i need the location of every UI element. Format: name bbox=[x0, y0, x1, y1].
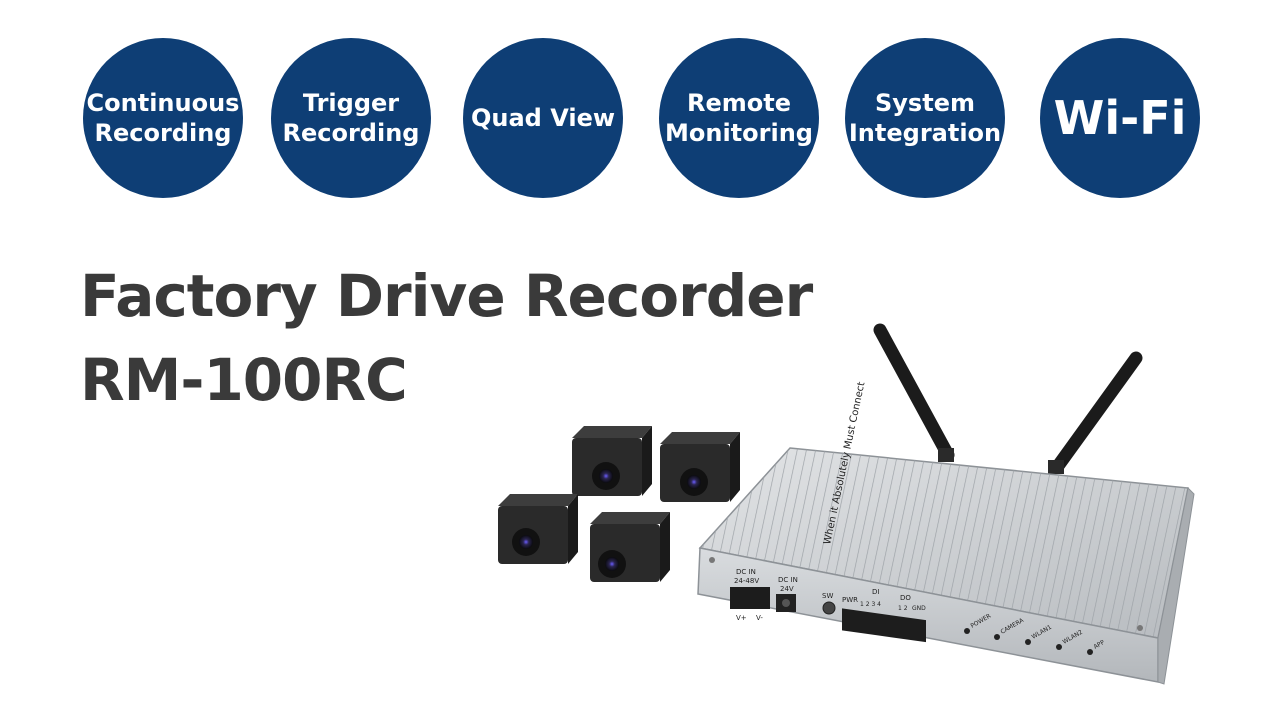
v-minus-label: V- bbox=[756, 614, 763, 622]
di-numbers: 1 2 3 4 bbox=[860, 601, 881, 608]
sw-label: SW bbox=[822, 592, 833, 600]
pwr-label: PWR bbox=[842, 596, 858, 604]
led-label-app: APP bbox=[1093, 639, 1107, 651]
camera-icon bbox=[590, 512, 670, 582]
antenna-right bbox=[1048, 351, 1143, 474]
dc-in-1-label: DC IN bbox=[736, 568, 756, 576]
gnd-label: GND bbox=[912, 605, 926, 612]
dc-in-2-voltage: 24V bbox=[780, 585, 794, 593]
camera-icon bbox=[572, 426, 652, 496]
v-plus-label: V+ bbox=[736, 614, 747, 622]
badge-trigger-recording: Trigger Recording bbox=[271, 38, 431, 198]
sw-button-icon bbox=[822, 601, 836, 615]
badge-system-integration: System Integration bbox=[845, 38, 1005, 198]
camera-icon bbox=[498, 494, 578, 564]
di-label: DI bbox=[872, 588, 879, 596]
badge-wifi: Wi-Fi bbox=[1040, 38, 1200, 198]
dc-in-1-terminal bbox=[730, 587, 770, 609]
badge-remote-monitoring: Remote Monitoring bbox=[659, 38, 819, 198]
product-name: Factory Drive Recorder bbox=[80, 262, 813, 330]
antenna-left bbox=[873, 323, 955, 462]
recorder-unit: When it Absolutely Must Connect DC IN 24… bbox=[697, 381, 1195, 685]
badge-quad-view: Quad View bbox=[463, 38, 623, 198]
badge-continuous-recording: Continuous Recording bbox=[83, 38, 243, 198]
dc-in-1-voltage: 24-48V bbox=[734, 577, 759, 585]
product-model: RM-100RC bbox=[80, 346, 408, 414]
do-numbers: 1 2 bbox=[898, 605, 908, 612]
terminal-block bbox=[842, 608, 926, 643]
do-label: DO bbox=[900, 594, 911, 602]
dc-in-2-label: DC IN bbox=[778, 576, 798, 584]
camera-icon bbox=[660, 432, 740, 502]
